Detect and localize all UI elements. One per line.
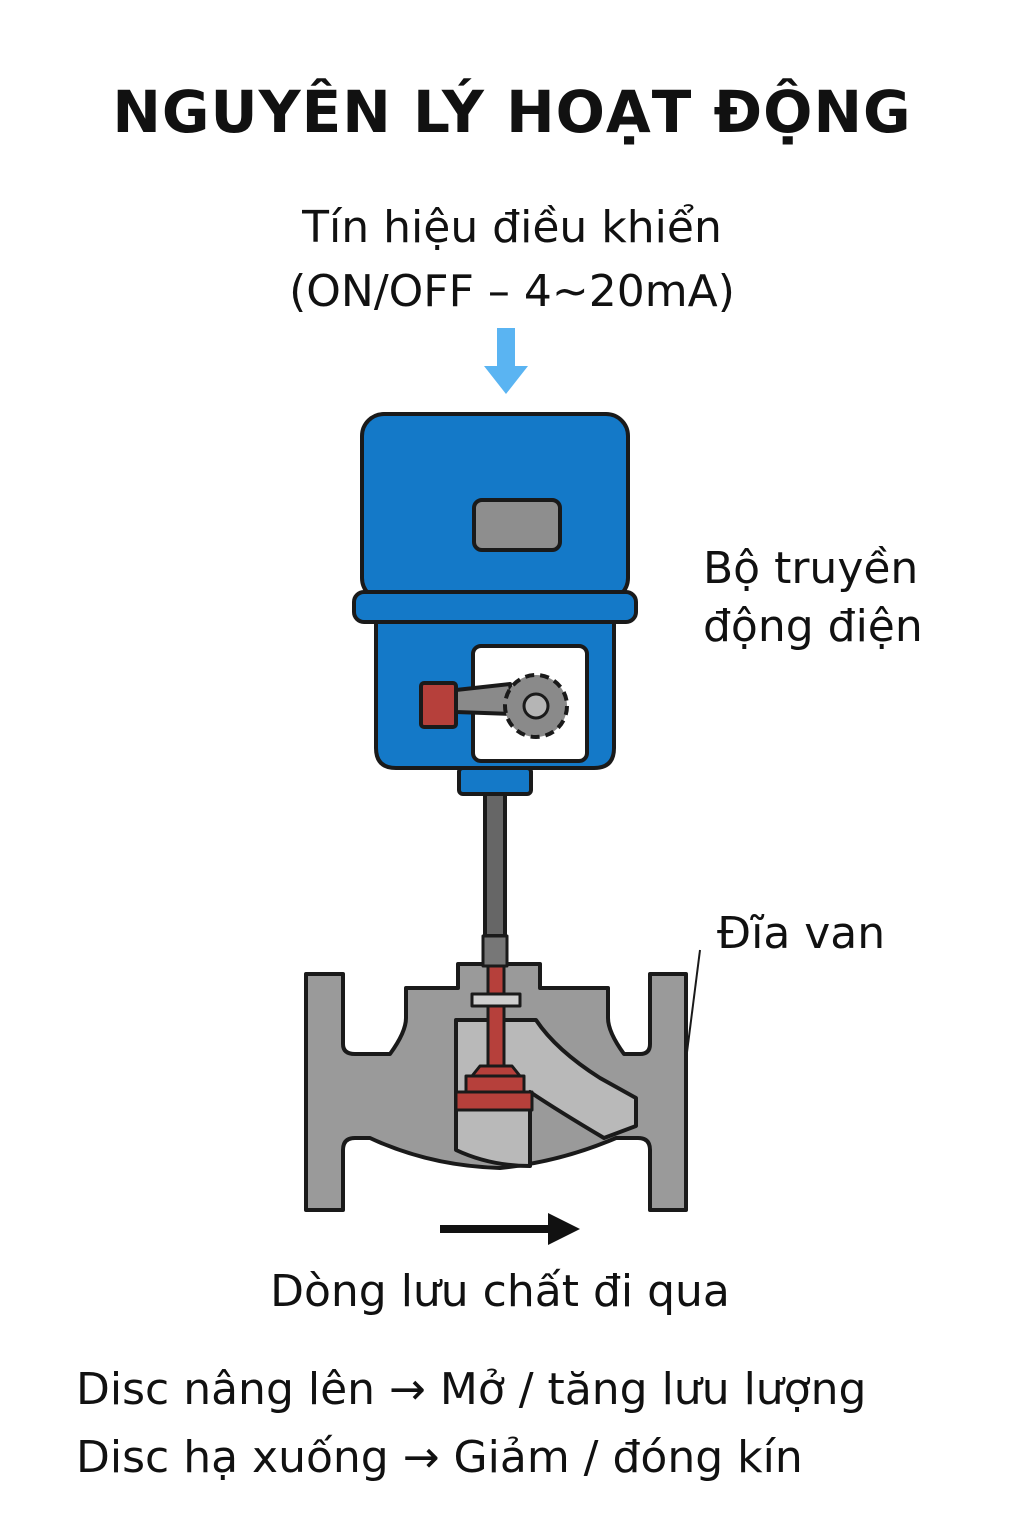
motor-block [419, 681, 458, 729]
gear-icon [503, 673, 569, 739]
note-open: Disc nâng lên → Mở / tăng lưu lượng [76, 1364, 867, 1415]
disc-label: Đĩa van [717, 908, 886, 959]
page-title: NGUYÊN LÝ HOẠT ĐỘNG [112, 78, 912, 146]
note-close: Disc hạ xuống → Giảm / đóng kín [76, 1432, 803, 1483]
actuator-label: Bộ truyền động điện [703, 540, 923, 656]
flow-arrow-icon [440, 1213, 580, 1245]
control-signal-line-1: Tín hiệu điều khiển [302, 202, 722, 253]
operation-notes: Disc nâng lên → Mở / tăng lưu lượng Disc… [76, 1356, 866, 1492]
control-signal-caption: Tín hiệu điều khiển (ON/OFF – 4~20mA) [0, 196, 1024, 324]
electric-actuator [352, 412, 638, 796]
actuator-label-line-1: Bộ truyền [703, 543, 919, 594]
actuator-label-line-2: động điện [703, 601, 923, 652]
signal-arrow-icon [484, 328, 528, 394]
display-window [472, 498, 562, 552]
valve-stem [483, 792, 507, 938]
valve-disc [454, 934, 534, 1112]
control-signal-line-2: (ON/OFF – 4~20mA) [289, 266, 735, 317]
flow-label: Dòng lưu chất đi qua [270, 1266, 730, 1317]
